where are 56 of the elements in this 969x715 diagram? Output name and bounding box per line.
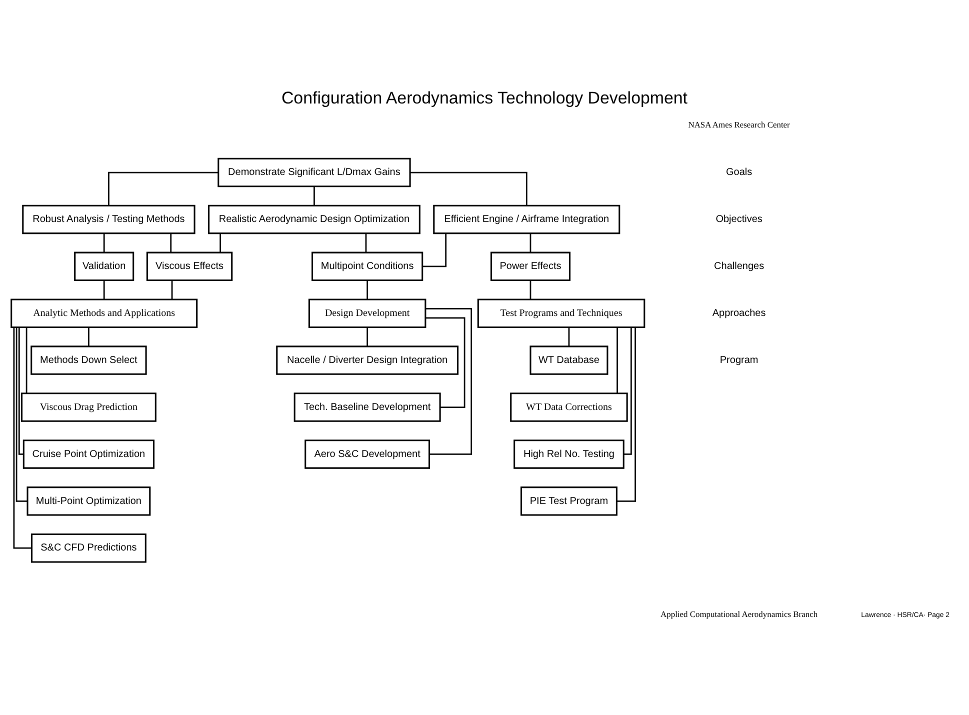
node-box: Analytic Methods and Applications (10, 298, 198, 328)
connector (103, 233, 105, 252)
connector (426, 308, 472, 454)
node-box: WT Database (530, 345, 608, 374)
node-box: Demonstrate Significant L/Dmax Gains (218, 157, 411, 187)
connector (530, 280, 532, 299)
connector (530, 233, 532, 252)
connector (170, 233, 172, 252)
label: Challenges (714, 260, 764, 272)
connector (624, 326, 632, 454)
connector (220, 233, 221, 252)
node-box: Cruise Point Optimization (22, 439, 154, 468)
node-box: Aero S&C Development (304, 439, 430, 468)
connector (103, 280, 105, 299)
node-box: Multipoint Conditions (312, 251, 424, 281)
node-box: PIE Test Program (520, 486, 618, 516)
connector (13, 326, 32, 548)
node-box: High Rel No. Testing (514, 439, 624, 468)
node-box: Multi-Point Optimization (26, 486, 151, 516)
label: Program (720, 354, 758, 366)
diagram-title: Configuration Aerodynamics Technology Development (281, 88, 688, 108)
connector (108, 171, 218, 205)
node-box: Realistic Aerodynamic Design Optimization (208, 204, 420, 234)
connector (366, 326, 368, 346)
connector (616, 326, 618, 393)
connector (616, 326, 636, 502)
connector (26, 326, 28, 393)
node-box: Nacelle / Diverter Design Integration (276, 345, 459, 374)
node-box: Power Effects (490, 251, 570, 281)
connector (171, 280, 173, 299)
node-box: Validation (74, 251, 134, 281)
label: Applied Computational Aerodynamics Branch (660, 608, 818, 619)
node-box: Viscous Drag Prediction (20, 392, 156, 422)
label: Approaches (712, 307, 766, 318)
label: Objectives (716, 214, 762, 225)
connector (88, 326, 90, 346)
connector (18, 326, 24, 454)
connector (365, 233, 367, 252)
node-box: Robust Analysis / Testing Methods (22, 204, 196, 234)
connector (426, 316, 466, 408)
node-box: Efficient Engine / Airframe Integration (433, 204, 620, 234)
node-box: WT Data Corrections (510, 392, 628, 422)
node-box: Test Programs and Techniques (477, 298, 646, 328)
connector (314, 186, 315, 205)
connector (410, 171, 528, 205)
connector (568, 326, 570, 346)
connector (16, 326, 28, 502)
label: Goals (726, 166, 752, 178)
connector (422, 233, 447, 267)
label: NASA Ames Research Center (688, 119, 790, 130)
connector (366, 280, 368, 299)
node-box: Design Development (308, 298, 426, 328)
node-box: Methods Down Select (30, 345, 147, 374)
node-box: S&C CFD Predictions (30, 532, 146, 562)
node-box: Tech. Baseline Development (294, 392, 441, 422)
node-box: Viscous Effects (146, 251, 233, 281)
